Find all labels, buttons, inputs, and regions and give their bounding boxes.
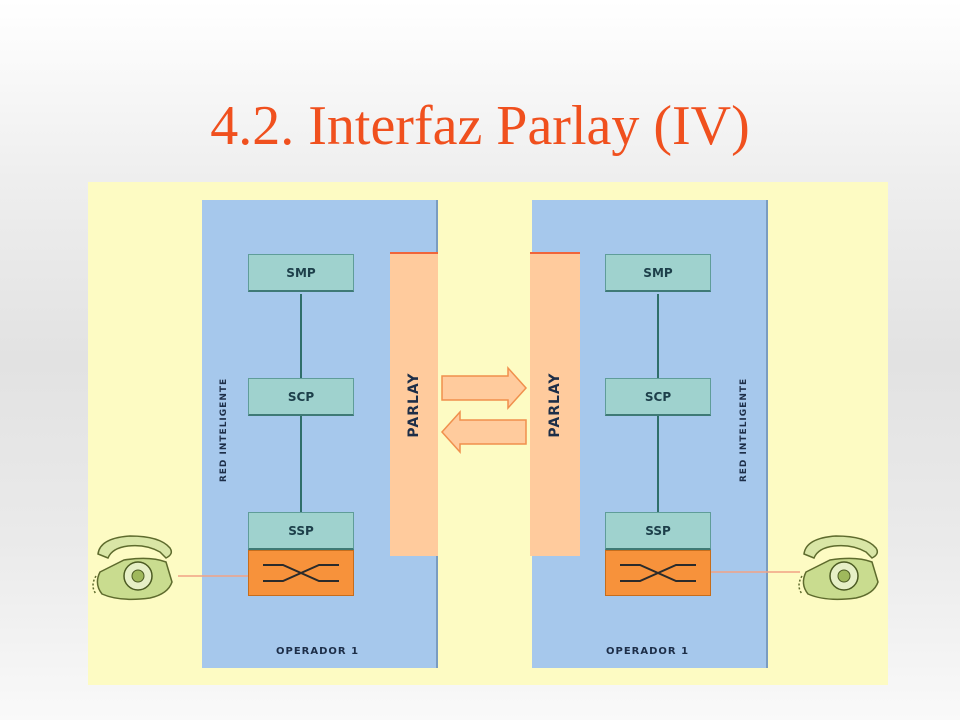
scp-node-left: SCP — [248, 378, 354, 416]
slide-title: 4.2. Interfaz Parlay (IV) — [210, 95, 750, 157]
connectors-layer — [178, 366, 800, 577]
link-scp-ssp-left — [300, 416, 302, 512]
switch-right — [605, 550, 711, 596]
link-scp-ssp-right — [657, 416, 659, 512]
parlay-gateway-right: PARLAY — [530, 252, 580, 556]
switch-cross-icon — [620, 564, 696, 582]
link-smp-scp-right — [657, 294, 659, 378]
scp-node-right: SCP — [605, 378, 711, 416]
ssp-node-left: SSP — [248, 512, 354, 550]
arrow-right-icon — [441, 366, 528, 410]
parlay-diagram: SMP SCP SSP SMP SCP SSP PARLAY PARLAY Re… — [88, 182, 888, 685]
operator-label-right: Operador 1 — [606, 646, 690, 657]
telephone-icon — [798, 535, 879, 601]
switch-cross-icon — [263, 564, 339, 582]
switch-left — [248, 550, 354, 596]
link-smp-scp-left — [300, 294, 302, 378]
operator-label-left: Operador 1 — [276, 646, 360, 657]
parlay-gateway-left: PARLAY — [390, 252, 438, 556]
arrow-left-icon — [440, 410, 527, 454]
ssp-node-right: SSP — [605, 512, 711, 550]
smp-node-right: SMP — [605, 254, 711, 292]
smp-node-left: SMP — [248, 254, 354, 292]
telephone-icon — [92, 535, 173, 601]
